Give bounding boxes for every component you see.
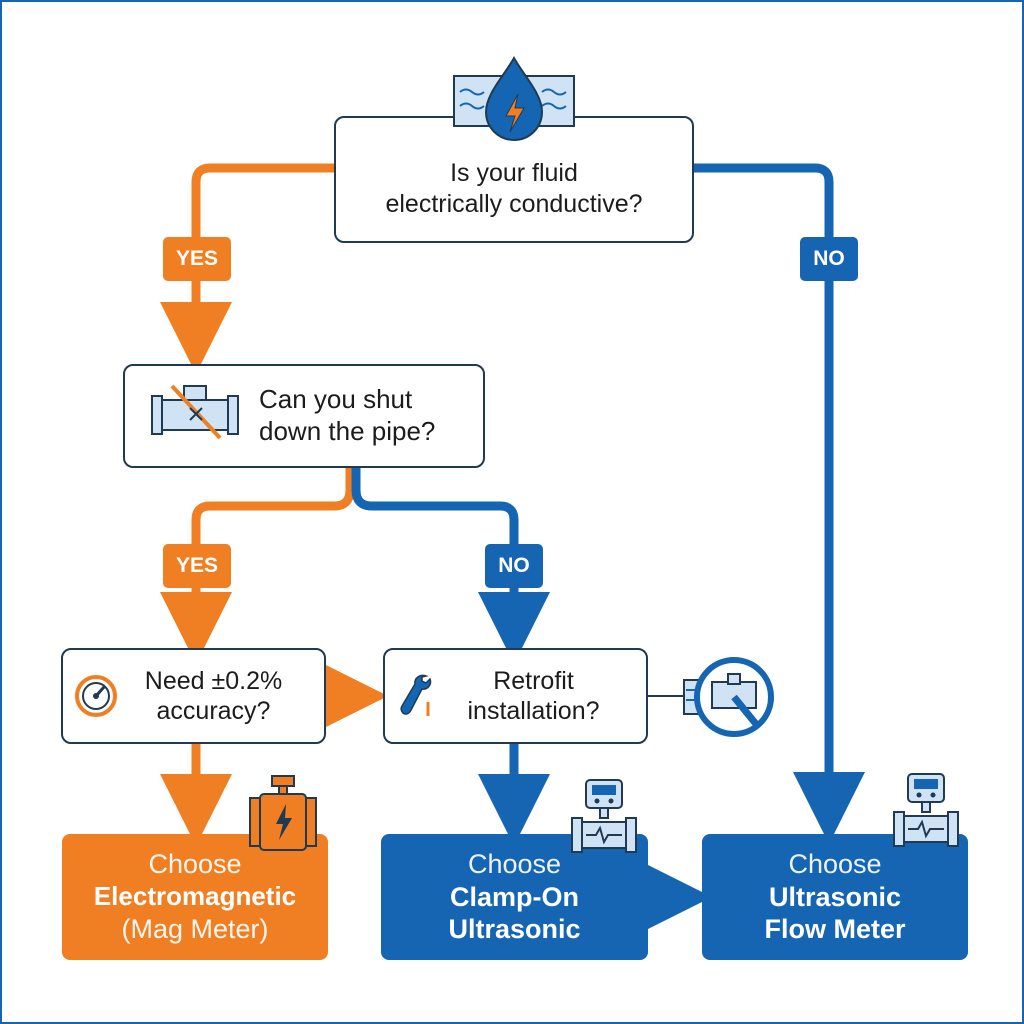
result-mag-line1: Choose (148, 849, 242, 880)
mag-meter-icon (249, 775, 317, 851)
question-shutdown-line2: down the pipe? (259, 416, 436, 446)
result-ultra-line3: Flow Meter (764, 914, 906, 945)
result-clamp-line2: Clamp-On (449, 881, 579, 912)
question-accuracy-line1: Need ±0.2% (144, 666, 283, 695)
question-conductive-line2: electrically conductive? (385, 189, 643, 218)
badge-shutdown-no: NO (485, 544, 543, 588)
question-shutdown-line1: Can you shut (259, 384, 413, 415)
result-mag-line3: (Mag Meter) (121, 913, 269, 944)
question-retrofit: Retrofit installation? (383, 648, 648, 744)
pipe-valve-wheel-icon (683, 657, 774, 737)
pipe-shutoff-icon (151, 384, 239, 440)
connector-conductive-yes (160, 163, 334, 374)
result-ultra-line1: Choose (788, 848, 882, 879)
connector-shutdown-no (351, 468, 550, 664)
question-retrofit-line2: installation? (467, 697, 600, 725)
question-accuracy-line2: accuracy? (156, 697, 271, 725)
result-clamp-line1: Choose (467, 848, 562, 879)
badge-conductive-yes: YES (163, 237, 231, 281)
question-retrofit-line1: Retrofit (493, 666, 574, 695)
connector-shutdown-yes (160, 468, 355, 664)
result-ultrasonic: Choose Ultrasonic Flow Meter (702, 834, 968, 960)
water-drop-lightning-icon (453, 56, 575, 142)
question-shutdown: Can you shut down the pipe? (123, 364, 485, 468)
wrench-icon (400, 674, 432, 716)
result-clamp-line3: Ultrasonic (448, 914, 581, 945)
result-ultra-line2: Ultrasonic (768, 881, 902, 912)
ultrasonic-meter-icon (893, 773, 959, 847)
result-mag-line2: Electromagnetic (93, 881, 297, 912)
question-conductive-line1: Is your fluid (450, 159, 578, 187)
result-clamp-on: Choose Clamp-On Ultrasonic (381, 834, 648, 960)
result-mag-meter: Choose Electromagnetic (Mag Meter) (62, 834, 328, 960)
badge-shutdown-yes: YES (163, 544, 231, 588)
gauge-icon (75, 675, 117, 717)
badge-conductive-no: NO (800, 237, 858, 281)
ultrasonic-meter-icon (571, 779, 637, 853)
connector-conductive-no (694, 163, 865, 844)
